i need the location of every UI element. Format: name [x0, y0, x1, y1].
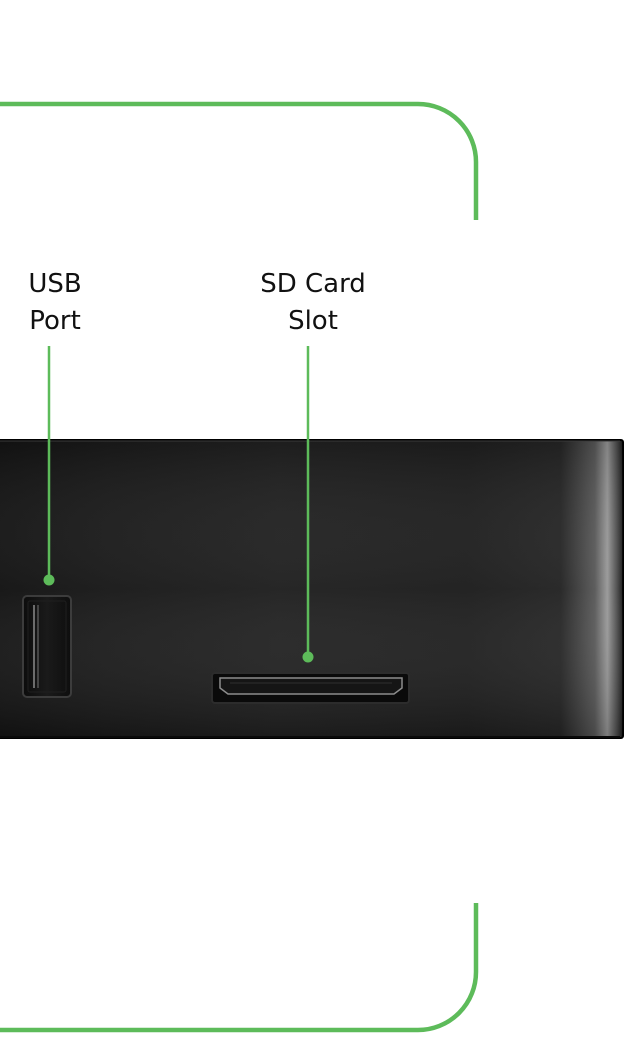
sd-card-slot-label-line2: Slot [288, 306, 338, 336]
usb-port-label: USB Port [10, 266, 100, 340]
usb-port-label-line2: Port [29, 306, 81, 336]
usb-port-icon [22, 595, 72, 698]
sd-callout-leader [302, 346, 314, 663]
bracket-top [0, 101, 479, 220]
sd-card-slot-icon [211, 672, 410, 704]
sd-card-slot-label-line1: SD Card [260, 269, 366, 299]
usb-port-label-line1: USB [28, 269, 82, 299]
sd-card-slot-label: SD Card Slot [246, 266, 380, 340]
usb-callout-leader [43, 346, 55, 586]
bracket-bottom [0, 903, 479, 1033]
device-body [0, 439, 624, 739]
